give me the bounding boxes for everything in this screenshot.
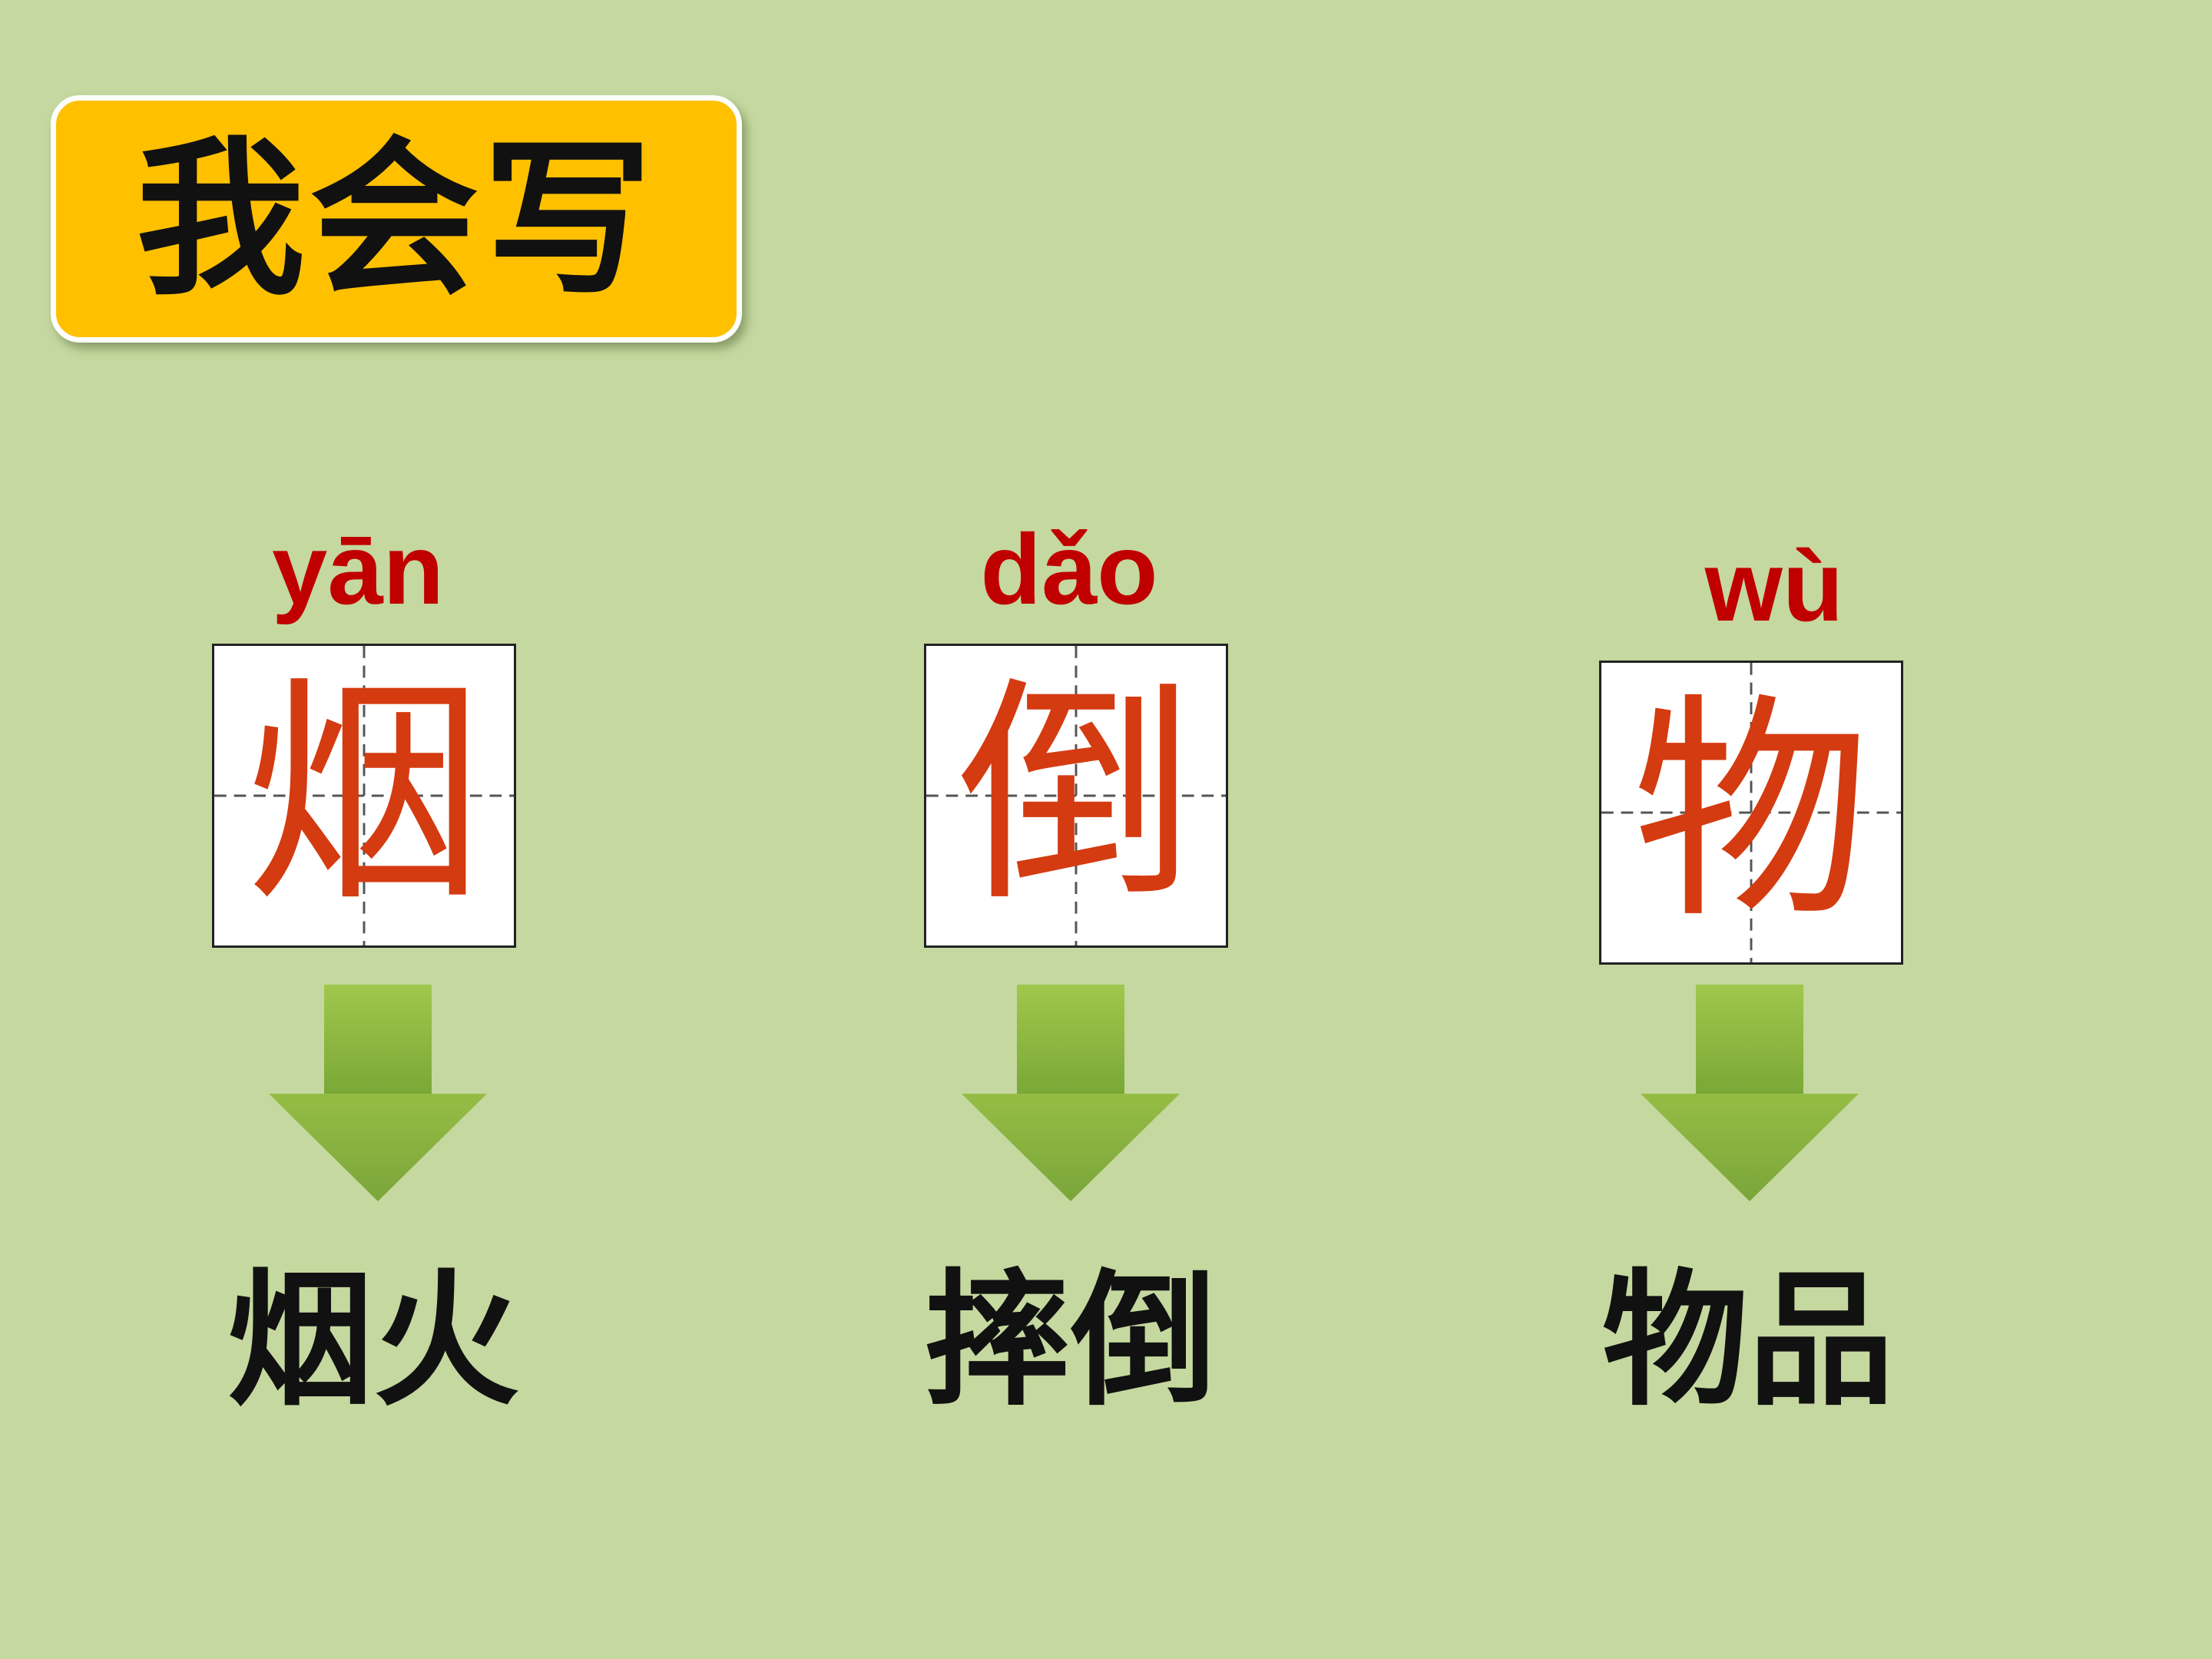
character-grid-box: 烟: [212, 644, 516, 948]
example-word: 摔倒: [924, 1254, 1217, 1426]
tian-grid-guides: [1601, 663, 1901, 962]
down-arrow-icon: [269, 985, 487, 1201]
character-grid-box: 物: [1599, 661, 1903, 965]
character-glyph: 倒: [957, 657, 1195, 934]
character-glyph: 烟: [245, 657, 483, 934]
slide-title: 我会写: [135, 119, 657, 318]
example-word: 物品: [1601, 1254, 1894, 1426]
pinyin-label: dǎo: [980, 513, 1158, 625]
tian-grid-guides: [214, 646, 514, 945]
down-arrow-icon: [1641, 985, 1859, 1201]
title-badge: 我会写: [51, 95, 742, 343]
tian-grid-guides: [926, 646, 1226, 945]
pinyin-label: yān: [271, 513, 444, 625]
down-arrow-icon: [962, 985, 1180, 1201]
character-glyph: 物: [1632, 674, 1870, 951]
character-grid-box: 倒: [924, 644, 1228, 948]
pinyin-label: wù: [1704, 530, 1844, 642]
example-word: 烟火: [227, 1254, 519, 1426]
